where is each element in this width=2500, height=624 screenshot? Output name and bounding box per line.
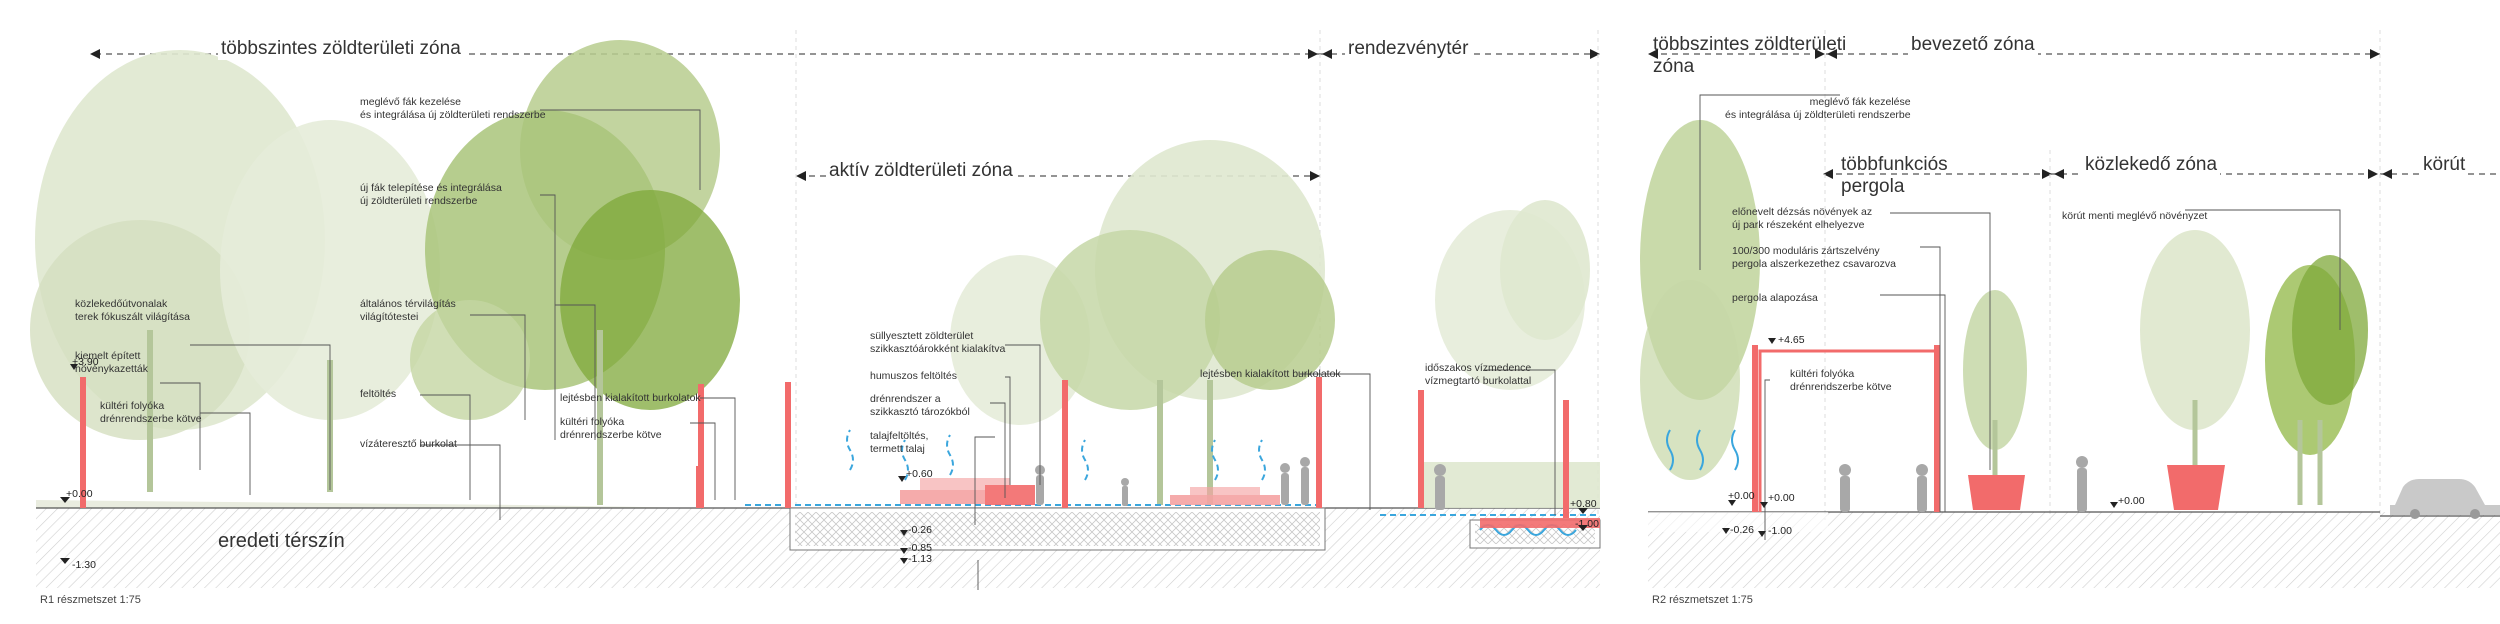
leader-lines-left: [160, 109, 1556, 590]
label-humus: humuszos feltöltés: [870, 370, 957, 382]
caption-left: R1 részmetszet 1:75: [40, 594, 141, 606]
zone-multilevel-right: többszintes zöldterületi zóna: [1653, 34, 1847, 77]
zone-multilevel-left: többszintes zöldterületi zóna: [218, 38, 464, 60]
elev-left-7: -1.13: [908, 553, 932, 565]
elev-right-1: +4.65: [1778, 334, 1805, 346]
figures-left: [1035, 457, 1446, 510]
elev-left-9: -1.00: [1575, 518, 1599, 530]
elev-left-8: +0.80: [1570, 498, 1597, 510]
sunken-planters-left: [900, 478, 1600, 528]
elev-left-4: +0.60: [906, 468, 933, 480]
red-posts-left: [80, 377, 1569, 518]
zone-pergola-right: többfunkciós pergola: [1841, 154, 1948, 197]
ground-left: [36, 462, 1601, 588]
dimension-arrows-right: [1648, 49, 2392, 179]
elev-left-6: -0.85: [908, 542, 932, 554]
elev-right-4: -0.26: [1730, 524, 1754, 536]
zone-traffic-right: közlekedő zóna: [2082, 154, 2221, 176]
tree-canopies-right: [1640, 120, 2368, 480]
elev-right-3: +0.00: [1768, 492, 1795, 504]
red-posts-right: [1752, 345, 1940, 512]
zone-ring-right: körút: [2420, 154, 2469, 176]
elev-right-2: +0.00: [1728, 490, 1755, 502]
planter-pots-right: [1968, 465, 2225, 510]
tree-canopies-left: [30, 40, 1590, 440]
elev-right-5: -1.00: [1768, 525, 1792, 537]
elev-left-5: -0.26: [908, 524, 932, 536]
label-permeable: vízáteresztő burkolat: [360, 438, 457, 450]
dimension-arrows-left: [90, 49, 1600, 181]
ground-right: [1648, 511, 2500, 588]
zone-entrance-right: bevezető zóna: [1908, 34, 2038, 56]
caption-right: R2 részmetszet 1:75: [1652, 594, 1753, 606]
label-ring-plants-right: körút menti meglévő növényzet: [2062, 210, 2208, 222]
elevation-markers-left: [60, 364, 1588, 564]
elev-left-2: +0.00: [66, 488, 93, 500]
ground-label-left: eredeti térszín: [218, 530, 345, 552]
zone-event-left: rendezvénytér: [1345, 38, 1472, 60]
elev-left-1: +3.90: [72, 356, 99, 368]
label-fill: feltöltés: [360, 388, 397, 400]
zone-active-left: aktív zöldterületi zóna: [826, 160, 1016, 182]
elev-left-3: -1.30: [72, 559, 96, 571]
figures-right: [1839, 456, 2088, 512]
car-right: [2390, 479, 2500, 519]
label-slope-paving: lejtésben kialakított burkolatok: [560, 392, 701, 404]
label-soil: talajfeltöltés,termett talaj: [870, 430, 929, 455]
elev-right-6: +0.00: [2118, 495, 2145, 507]
label-slope-paving2: lejtésben kialakított burkolatok: [1200, 368, 1341, 380]
label-foundation-right: pergola alapozása: [1732, 292, 1818, 304]
